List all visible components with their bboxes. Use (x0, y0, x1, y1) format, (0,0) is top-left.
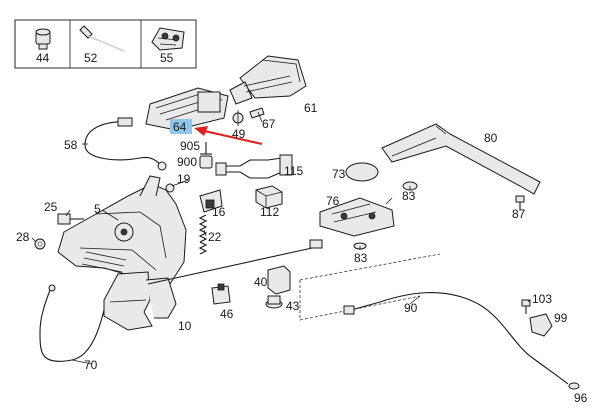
part-900-grommet[interactable] (199, 155, 213, 169)
callout-96: 96 (574, 391, 588, 405)
callout-61: 61 (304, 101, 318, 115)
part-112-connector[interactable] (255, 185, 283, 209)
callout-900: 900 (177, 155, 197, 169)
callout-83-upper: 83 (402, 189, 416, 203)
callout-80: 80 (484, 131, 498, 145)
part-103-screw[interactable] (521, 299, 531, 314)
part-80-cross-bracket[interactable] (381, 123, 541, 195)
leader-lines (31, 143, 531, 365)
part-99-bracket[interactable] (529, 313, 553, 337)
part-115-wire-harness[interactable] (215, 154, 293, 179)
callout-55: 55 (160, 51, 174, 65)
part-19-nut[interactable] (165, 183, 175, 193)
part-905-pin[interactable] (200, 142, 212, 155)
part-55-clip[interactable] (151, 27, 185, 51)
part-64-release-handle[interactable] (145, 87, 229, 131)
callout-73: 73 (332, 167, 346, 181)
part-67-screw[interactable] (249, 107, 265, 123)
callout-16: 16 (212, 205, 226, 219)
callout-52: 52 (84, 51, 98, 65)
callout-103: 103 (532, 292, 552, 306)
callout-49: 49 (232, 127, 246, 141)
part-73-cap[interactable] (345, 162, 379, 182)
callout-25: 25 (44, 200, 58, 214)
callout-5: 5 (94, 202, 101, 216)
part-90-cable[interactable] (343, 292, 569, 385)
callout-44: 44 (36, 51, 50, 65)
part-10-pedal[interactable] (103, 271, 177, 331)
callout-28: 28 (16, 230, 30, 244)
callout-99: 99 (554, 311, 568, 325)
callout-labels: 44 52 55 61 49 67 64 58 905 900 19 115 7… (16, 51, 588, 405)
part-46-clip[interactable] (211, 283, 231, 305)
callout-112: 112 (260, 205, 279, 219)
callout-10: 10 (178, 319, 192, 333)
callout-19: 19 (177, 172, 191, 186)
callout-22: 22 (208, 230, 222, 244)
part-58-cable[interactable] (84, 117, 167, 171)
part-43-grommet[interactable] (265, 295, 283, 309)
part-61-lever-housing[interactable] (229, 55, 307, 105)
highlight-box (170, 119, 192, 134)
part-49-screw[interactable] (232, 110, 244, 126)
part-28-nut[interactable] (34, 238, 46, 250)
part-22-spring[interactable] (198, 214, 208, 255)
callout-40: 40 (254, 275, 268, 289)
part-cable-long[interactable] (147, 239, 323, 285)
part-52-cable-tie[interactable] (79, 25, 125, 52)
callout-905: 905 (180, 139, 200, 153)
callout-46: 46 (220, 307, 234, 321)
callout-76: 76 (326, 194, 340, 208)
callout-67: 67 (262, 117, 276, 131)
part-40-bracket[interactable] (267, 265, 291, 295)
part-25-bolt[interactable] (57, 213, 84, 225)
part-16-switch[interactable] (199, 189, 223, 213)
part-5-pedal-assembly[interactable] (57, 175, 187, 291)
red-arrow-icon (194, 126, 263, 145)
callout-58: 58 (64, 138, 78, 152)
inset-parts-table (14, 19, 197, 69)
part-70-cable[interactable] (39, 284, 105, 362)
callout-115: 115 (284, 164, 303, 178)
callout-43: 43 (286, 299, 300, 313)
callout-87: 87 (512, 207, 526, 221)
callout-90: 90 (404, 301, 418, 315)
callout-64: 64 (173, 120, 187, 134)
callout-70: 70 (84, 358, 98, 372)
part-44-bumper[interactable] (35, 28, 51, 50)
part-76-mechanism[interactable] (319, 197, 395, 237)
callout-83-lower: 83 (354, 251, 368, 265)
part-96-end-fitting[interactable] (568, 382, 580, 390)
dashed-frame (299, 253, 441, 321)
